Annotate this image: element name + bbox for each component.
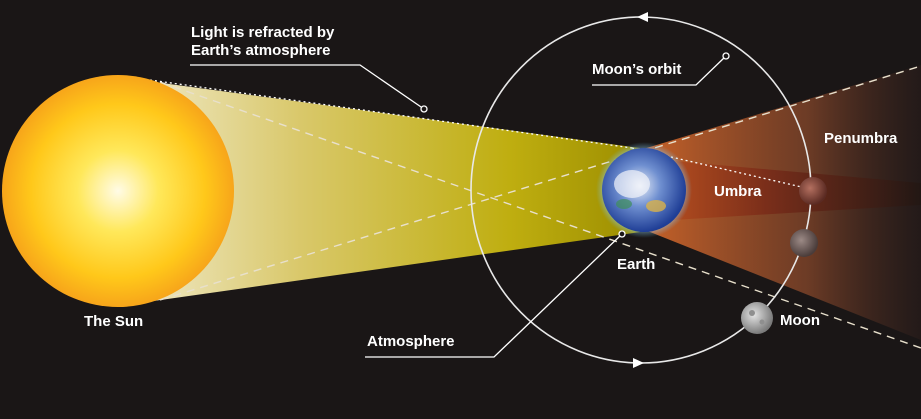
refraction-leader (190, 64, 425, 110)
penumbra-label: Penumbra (824, 130, 898, 147)
refraction-label: Light is refracted by Earth’s atmosphere (191, 24, 334, 60)
umbra-label: Umbra (714, 183, 762, 200)
sun-label: The Sun (84, 313, 144, 330)
penumbra-boundary-lines (159, 65, 921, 349)
moon-partial (790, 229, 818, 257)
orbit-arrow-top (637, 12, 648, 22)
refraction-label-line2: Earth’s atmosphere (191, 42, 331, 59)
atmosphere-leader (365, 233, 623, 358)
sun (2, 75, 234, 307)
leader-lines (190, 52, 730, 358)
orbit-arrow-bottom (633, 358, 644, 368)
earth (596, 142, 692, 238)
moons-orbit-label: Moon’s orbit (592, 61, 682, 78)
moon-label: Moon (780, 312, 820, 329)
refraction-label-line1: Light is refracted by (191, 24, 335, 41)
earth-label: Earth (617, 256, 656, 273)
refracted-light-ray (149, 79, 807, 189)
moon-eclipsed (799, 177, 827, 205)
umbra-region (640, 158, 921, 222)
sunlight-cone (118, 77, 640, 306)
moon-full (741, 302, 773, 334)
atmosphere-label: Atmosphere (367, 333, 455, 350)
orbit-leader (592, 55, 727, 86)
